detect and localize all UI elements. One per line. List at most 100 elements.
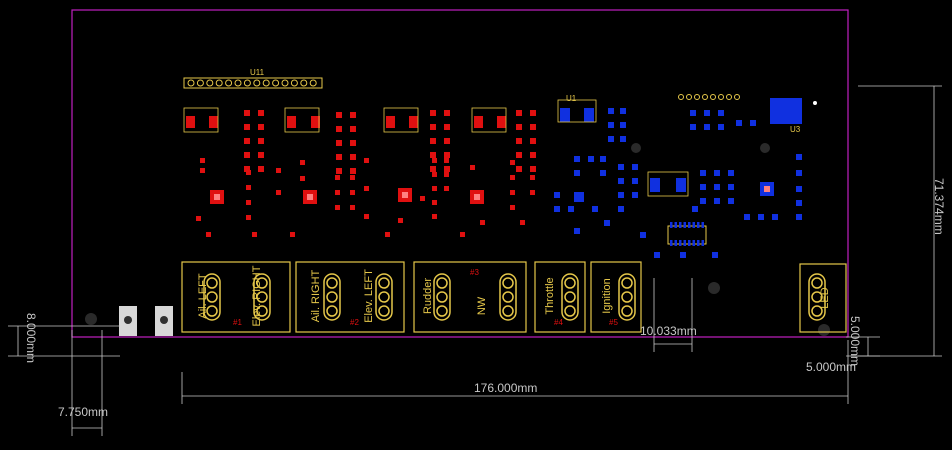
smd-pad	[704, 124, 710, 130]
header-pin	[243, 79, 251, 87]
ic-die	[214, 194, 220, 200]
smd-pad	[690, 124, 696, 130]
connector-outlines	[181, 261, 847, 333]
smd-pad	[736, 120, 742, 126]
smd-pad	[728, 198, 734, 204]
ic-die	[307, 194, 313, 200]
header-pin	[678, 94, 684, 100]
smd-pad	[516, 166, 522, 172]
smd-pad	[276, 190, 281, 195]
component-outline	[471, 107, 507, 133]
pin-pad	[811, 291, 823, 303]
mounting-hole	[631, 143, 641, 153]
smd-pad	[530, 110, 536, 116]
smd-pad	[430, 138, 436, 144]
smd-pad	[350, 112, 356, 118]
smd-pad	[620, 122, 626, 128]
mounting-hole	[760, 143, 770, 153]
smd-pad	[510, 175, 515, 180]
pin-header-outline	[203, 273, 221, 321]
pin-header-outline	[618, 273, 636, 321]
smd-pad	[252, 232, 257, 237]
pin-pad	[564, 305, 576, 317]
ic-pin	[701, 240, 704, 246]
smd-pad	[300, 176, 305, 181]
screw-terminal-hole	[160, 316, 168, 324]
board-outline	[71, 9, 849, 338]
connector-label: Elev. RIGHT	[251, 265, 263, 327]
smd-pad	[350, 205, 355, 210]
smd-pad	[246, 200, 251, 205]
connector-outline	[181, 261, 291, 333]
header-pin	[253, 79, 261, 87]
pin-header-outline	[323, 273, 341, 321]
connector-group: #1	[233, 318, 242, 327]
pin-pad	[502, 277, 514, 289]
smd-pad	[244, 166, 250, 172]
header-pin	[702, 94, 708, 100]
header-pin	[686, 94, 692, 100]
dimension-right-small: 5.000mm	[848, 316, 862, 367]
pin-pad	[256, 305, 268, 317]
smd-pad	[592, 206, 598, 212]
mounting-hole	[85, 313, 97, 325]
smd-pad	[460, 232, 465, 237]
ic-pin	[697, 240, 700, 246]
smd-pad	[600, 156, 606, 162]
smd-pad	[206, 232, 211, 237]
ic-pin	[688, 240, 691, 246]
smd-pad	[244, 110, 250, 116]
pin-pad	[206, 277, 218, 289]
smd-pad	[516, 152, 522, 158]
smd-pad	[510, 190, 515, 195]
header-pin	[694, 94, 700, 100]
header-pins	[187, 79, 317, 87]
pin-pad	[621, 305, 633, 317]
smd-pad	[604, 220, 610, 226]
smd-pad	[714, 184, 720, 190]
ic-pin	[674, 222, 677, 228]
smd-pad	[560, 108, 570, 122]
dimension-bottom-left: 7.750mm	[58, 405, 109, 419]
smd-pad	[300, 160, 305, 165]
smd-pad	[632, 164, 638, 170]
ic-pin	[674, 240, 677, 246]
smd-pad	[364, 214, 369, 219]
smd-pad	[409, 116, 418, 128]
smd-pad	[574, 156, 580, 162]
pin-header-outline	[499, 273, 517, 321]
smd-pad	[568, 206, 574, 212]
pin-pad	[326, 277, 338, 289]
smd-pad	[244, 152, 250, 158]
pin-pad	[326, 291, 338, 303]
smd-pad	[516, 138, 522, 144]
pin-pad	[564, 277, 576, 289]
dimension-middle: 10.033mm	[640, 324, 697, 338]
connector-outline	[590, 261, 642, 333]
connector-label: NW	[476, 296, 488, 316]
component-outline	[557, 99, 597, 123]
pin-header-outline	[561, 273, 579, 321]
smd-pad	[444, 110, 450, 116]
header-u11	[183, 77, 323, 89]
smd-pad	[276, 168, 281, 173]
smd-pad	[654, 252, 660, 258]
pin-header-outline	[433, 273, 451, 321]
smd-pad	[618, 206, 624, 212]
refdes-u3: U3	[790, 125, 801, 134]
smd-pad	[608, 108, 614, 114]
smd-pad	[650, 178, 660, 192]
smd-pad	[728, 170, 734, 176]
ic-die	[474, 194, 480, 200]
ic-pin	[670, 240, 673, 246]
smd-pad	[554, 192, 560, 198]
smd-pad	[574, 170, 580, 176]
smd-pad	[385, 232, 390, 237]
smd-pad	[432, 186, 437, 191]
smd-pad	[398, 218, 403, 223]
connector-group: #5	[609, 318, 618, 327]
header-pin	[290, 79, 298, 87]
mounting-hole	[818, 324, 830, 336]
